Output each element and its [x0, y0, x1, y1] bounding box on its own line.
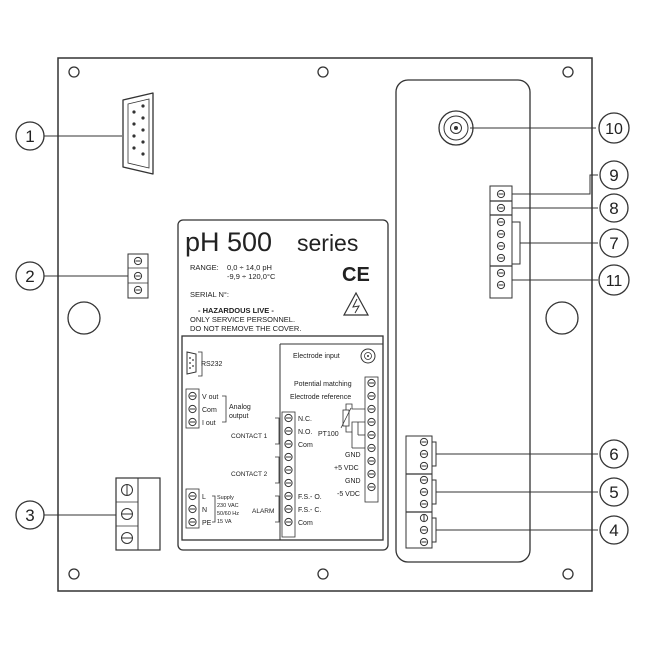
callout-4: 4 — [599, 515, 629, 545]
potential-matching-label: Potential matching — [294, 381, 352, 388]
power-terminal-block — [115, 477, 161, 551]
alarm-com-label: Com — [298, 520, 313, 527]
supply-label-3: 50/60 Hz — [217, 511, 239, 517]
analog-iout-label: I out — [202, 420, 216, 427]
callout-number: 1 — [25, 127, 34, 146]
callout-number: 2 — [25, 267, 34, 286]
sensor-terminals — [364, 376, 379, 503]
rs232-label: RS232 — [201, 361, 223, 368]
contact-1-label: CONTACT 1 — [231, 433, 268, 440]
callout-number: 5 — [609, 483, 618, 502]
callout-number: 4 — [609, 521, 618, 540]
supply-label-1: Supply — [217, 495, 234, 501]
terminal-strip-right-bottom — [405, 435, 433, 549]
callout-7: 7 — [599, 228, 629, 258]
ce-mark: CE — [342, 264, 370, 286]
supply-n-label: N — [202, 507, 207, 514]
hazard-title: - HAZARDOUS LIVE - — [198, 306, 274, 315]
callout-number: 8 — [609, 199, 618, 218]
electrode-reference-label: Electrode reference — [290, 394, 351, 401]
cable-hole-left — [67, 301, 101, 335]
supply-pe-label: PE — [202, 520, 212, 527]
electrode-bnc-icon — [360, 348, 376, 364]
callout-9: 9 — [599, 160, 629, 190]
serial-number-label: SERIAL N°: — [190, 290, 229, 299]
analog-output-label-1: Analog — [229, 404, 251, 411]
contact1-no-label: N.O. — [298, 429, 312, 436]
callout-3: 3 — [15, 500, 45, 530]
alarm-fso-label: F.S.- O. — [298, 494, 322, 501]
callout-2: 2 — [15, 261, 45, 291]
pt100-resistor-icon — [340, 403, 365, 449]
electrode-input-label: Electrode input — [293, 353, 340, 360]
terminal-block-2 — [127, 253, 149, 299]
supply-label-4: 15 VA — [217, 519, 232, 525]
relay-terminals — [281, 411, 296, 538]
plus-5vdc-label: +5 VDC — [334, 465, 359, 472]
callout-6: 6 — [599, 439, 629, 469]
alarm-label: ALARM — [252, 508, 274, 515]
analog-com-label: Com — [202, 407, 217, 414]
callout-number: 3 — [25, 506, 34, 525]
terminal-strip-right-top — [489, 185, 513, 299]
callout-number: 7 — [609, 234, 618, 253]
high-voltage-warning-icon — [342, 291, 370, 316]
callout-10: 10 — [598, 112, 630, 144]
bnc-connector-icon — [438, 110, 474, 146]
analog-terminals — [185, 388, 200, 429]
callout-number: 11 — [606, 273, 623, 290]
callout-number: 6 — [609, 445, 618, 464]
contact1-com-label: Com — [298, 442, 313, 449]
pt100-label: PT100 — [318, 431, 339, 438]
analog-vout-label: V out — [202, 394, 218, 401]
callout-leaders — [44, 127, 598, 543]
analog-output-label-2: output — [229, 413, 249, 420]
model-name: pH 500 — [185, 227, 272, 257]
model-series: series — [297, 230, 358, 256]
hazard-line-2: DO NOT REMOVE THE COVER. — [190, 324, 301, 333]
callout-number: 9 — [609, 166, 618, 185]
db9-connector-icon — [122, 92, 154, 175]
supply-l-label: L — [202, 494, 206, 501]
callout-11: 11 — [598, 264, 630, 296]
supply-terminals — [185, 488, 200, 529]
minus-5vdc-label: -5 VDC — [337, 491, 360, 498]
callout-number: 10 — [605, 121, 623, 138]
gnd-label-1: GND — [345, 452, 361, 459]
cable-hole-right — [545, 301, 579, 335]
rs232-connector-icon — [186, 351, 203, 377]
range-temp: -9,9 ÷ 120,0°C — [227, 272, 276, 281]
range-ph: 0,0 ÷ 14,0 pH — [227, 263, 272, 272]
supply-label-2: 230 VAC — [217, 503, 239, 509]
alarm-fsc-label: F.S.- C. — [298, 507, 321, 514]
gnd-label-2: GND — [345, 478, 361, 485]
contact1-nc-label: N.C. — [298, 416, 312, 423]
callout-8: 8 — [599, 193, 629, 223]
hazard-line-1: ONLY SERVICE PERSONNEL. — [190, 315, 295, 324]
callout-5: 5 — [599, 477, 629, 507]
contact-2-label: CONTACT 2 — [231, 471, 268, 478]
callout-1: 1 — [15, 121, 45, 151]
range-label: RANGE: — [190, 263, 219, 272]
